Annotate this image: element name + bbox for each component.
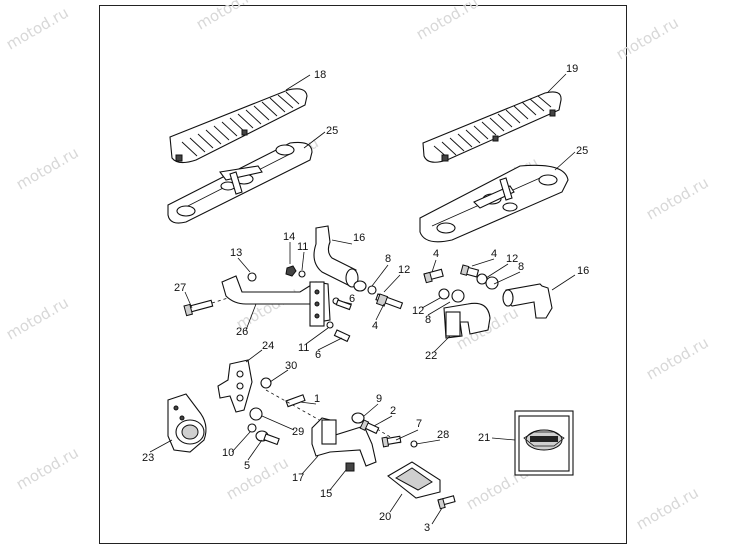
support-tube-right [502, 283, 553, 319]
floorboard-mat-right [422, 91, 562, 163]
leader-line [331, 239, 353, 245]
watermark-layer: motod.ru motod.ru motod.ru motod.ru moto… [3, 0, 712, 533]
pedal-pad [387, 461, 456, 510]
callout-label: 18 [314, 69, 326, 81]
callout-label: 1 [314, 393, 320, 405]
leader-line [245, 349, 263, 363]
watermark: motod.ru [223, 453, 292, 503]
callout-label: 14 [283, 231, 295, 243]
callout-label: 10 [222, 447, 234, 459]
callout-label: 7 [416, 418, 422, 430]
hardware-right [345, 412, 418, 472]
callout-label: 8 [518, 261, 524, 273]
watermark: motod.ru [13, 143, 82, 193]
callout-label: 26 [236, 326, 248, 338]
callout-label: 8 [385, 253, 391, 265]
watermark: motod.ru [3, 3, 72, 53]
callout-label: 4 [433, 248, 439, 260]
watermark: motod.ru [643, 333, 712, 383]
callout-label: 30 [285, 360, 297, 372]
callout-label: 15 [320, 488, 332, 500]
callout-label: 12 [506, 253, 518, 265]
watermark: motod.ru [613, 13, 682, 63]
callout-labels: 18 19 25 25 13 14 11 16 8 12 4 4 12 8 16… [142, 63, 589, 534]
callout-label: 3 [424, 522, 430, 534]
leader-line [547, 73, 567, 93]
watermark: motod.ru [643, 173, 712, 223]
leader-line [303, 131, 326, 149]
floorboard-base-right [419, 164, 569, 243]
callout-label: 4 [372, 320, 378, 332]
mount-plate-left [217, 359, 253, 413]
leader-line [285, 74, 311, 91]
footboard-arm-left [183, 275, 331, 327]
callout-label: 2 [390, 405, 396, 417]
watermark: motod.ru [413, 0, 482, 43]
hardware-middle [247, 377, 331, 446]
callout-label: 5 [244, 460, 250, 472]
watermark: motod.ru [633, 483, 702, 533]
leader-line [554, 151, 576, 171]
callout-label: 21 [478, 432, 490, 444]
support-tube-left [313, 225, 359, 288]
callout-label: 28 [437, 429, 449, 441]
callout-label: 9 [376, 393, 382, 405]
callout-label: 11 [297, 241, 308, 253]
hardware-top-right [423, 264, 499, 303]
callout-label: 8 [425, 314, 431, 326]
footboard-arm-right [311, 417, 403, 467]
callout-label: 11 [298, 342, 309, 354]
leader-lines [149, 242, 521, 525]
callout-label: 19 [566, 63, 578, 75]
callout-label: 17 [292, 472, 304, 484]
callout-label: 27 [174, 282, 186, 294]
callout-label: 22 [425, 350, 437, 362]
hardware-top-left [247, 265, 404, 343]
callout-label: 25 [326, 125, 338, 137]
instruction-packet [514, 410, 574, 476]
mounting-bracket [443, 302, 491, 339]
watermark: motod.ru [13, 443, 82, 493]
callout-label: 4 [491, 248, 497, 260]
callout-label: 29 [292, 426, 304, 438]
callout-label: 23 [142, 452, 154, 464]
clamp-plate [167, 393, 207, 453]
floorboard-mat-left [169, 88, 308, 164]
callout-label: 16 [353, 232, 365, 244]
floorboard-base-left [167, 141, 313, 224]
callout-label: 20 [379, 511, 391, 523]
watermark: motod.ru [193, 0, 262, 33]
callout-label: 25 [576, 145, 588, 157]
callout-label: 6 [349, 293, 355, 305]
callout-label: 24 [262, 340, 274, 352]
callout-label: 16 [577, 265, 589, 277]
callout-label: 13 [230, 247, 242, 259]
callout-label: 12 [412, 305, 424, 317]
watermark: motod.ru [3, 293, 72, 343]
callout-label: 12 [398, 264, 410, 276]
callout-label: 6 [315, 349, 321, 361]
leader-line [551, 274, 576, 291]
